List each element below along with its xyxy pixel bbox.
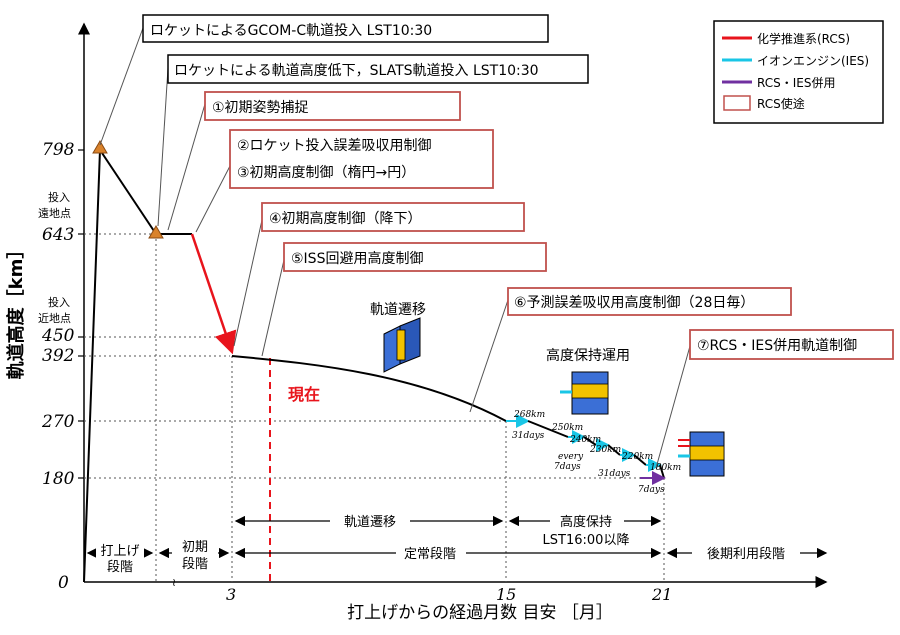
phase-hold: 高度保持	[560, 514, 612, 530]
perigee-label-2: 近地点	[38, 312, 71, 325]
rcs-descent-arrow	[190, 233, 237, 355]
phase-launch-1: 打上げ	[100, 544, 139, 559]
y-tick-798: 798	[42, 140, 75, 160]
y-tick-643: 643	[42, 225, 74, 245]
callout-6: ⑤ISS回避用高度制御	[291, 250, 423, 267]
step-7days-a: 7days	[554, 462, 581, 472]
legend-rcs: 化学推進系(RCS)	[757, 31, 850, 46]
y-tick-180: 180	[42, 469, 75, 489]
satellite-icon-transfer	[383, 317, 421, 373]
callout-box-2	[167, 54, 589, 84]
step-180km: 180km	[650, 463, 681, 473]
y-tick-450: 450	[41, 326, 75, 346]
legend-box-label: RCS使途	[757, 96, 805, 111]
callout-boxes: ロケットによるGCOM-C軌道投入 LST10:30 ロケットによる軌道高度低下…	[142, 14, 894, 360]
phase-initial-1: 初期	[182, 540, 208, 555]
altitude-ops-label: 高度保持運用	[546, 347, 630, 364]
x-tick-labels: 3 15 21	[226, 585, 672, 604]
callout-box-1	[142, 14, 549, 43]
axis-break-mark: ≀	[172, 576, 176, 589]
now-label: 現在	[288, 385, 320, 404]
step-every: every	[558, 452, 584, 462]
callout-5: ④初期高度制御（降下）	[269, 210, 422, 227]
y-tick-0: 0	[58, 573, 69, 593]
step-230km: 230km	[589, 445, 621, 455]
step-250km: 250km	[551, 423, 583, 433]
callout-leaders	[99, 27, 691, 469]
phase-hold-lst: LST16:00以降	[543, 533, 630, 548]
apogee-label-1: 投入	[48, 190, 70, 204]
satellite-icon-hold	[560, 371, 609, 415]
step-7days-b: 7days	[638, 485, 665, 495]
phase-later: 後期利用段階	[707, 547, 785, 562]
x-tick-3: 3	[226, 585, 236, 604]
y-ticks	[78, 149, 84, 479]
callout-3: ①初期姿勢捕捉	[212, 99, 309, 116]
step-31days-b: 31days	[598, 469, 631, 479]
callout-4a: ②ロケット投入誤差吸収用制御	[237, 138, 432, 154]
legend-box-swatch	[723, 95, 751, 111]
callout-8: ⑦RCS・IES併用軌道制御	[697, 338, 857, 354]
x-axis-title: 打上げからの経過月数 目安 ［月］	[347, 603, 613, 623]
phase-initial-2: 段階	[182, 557, 208, 572]
altitude-hold-steps	[506, 414, 666, 485]
callout-1: ロケットによるGCOM-C軌道投入 LST10:30	[150, 23, 432, 39]
callout-box-4	[229, 129, 494, 189]
legend: 化学推進系(RCS) イオンエンジン(IES) RCS・IES併用 RCS使途	[713, 20, 884, 124]
callout-7: ⑥予測誤差吸収用高度制御（28日毎）	[514, 294, 754, 311]
step-labels: 268km 31days 250km 240km every 7days 230…	[512, 410, 681, 495]
phase-transfer: 軌道遷移	[344, 514, 396, 530]
x-tick-21: 21	[651, 585, 672, 604]
step-268km: 268km	[513, 410, 545, 420]
step-220km: 220km	[621, 452, 653, 462]
step-240km: 240km	[569, 435, 601, 445]
profile-transfer-curve	[231, 355, 507, 422]
marker-triangle-798	[92, 140, 108, 154]
callout-box-8	[689, 329, 894, 360]
callout-box-5	[261, 202, 525, 232]
callout-4b: ③初期高度制御（楕円→円）	[237, 164, 415, 181]
step-31days-a: 31days	[512, 431, 545, 441]
y-tick-392: 392	[42, 346, 74, 366]
x-tick-15: 15	[496, 585, 516, 604]
y-tick-labels: 798 643 450 392 270 180 0	[41, 140, 75, 593]
callout-box-3	[204, 91, 461, 121]
phase-steady: 定常段階	[404, 547, 456, 562]
y-tick-270: 270	[41, 412, 75, 432]
orbit-transfer-label: 軌道遷移	[370, 302, 426, 318]
marker-triangle-643	[148, 225, 164, 239]
callout-box-7	[507, 287, 792, 316]
perigee-label-1: 投入	[48, 295, 70, 309]
axes: ≀	[78, 22, 828, 589]
y-axis-title: 軌道高度［km］	[5, 241, 27, 380]
callout-box-6	[283, 242, 547, 272]
phase-labels: 軌道遷移 高度保持 LST16:00以降 打上げ 段階 初期 段階 定常段階 後…	[96, 512, 800, 575]
phase-launch-2: 段階	[107, 560, 133, 575]
legend-both: RCS・IES併用	[757, 76, 835, 90]
callout-2: ロケットによる軌道高度低下，SLATS軌道投入 LST10:30	[174, 62, 539, 79]
legend-ies: イオンエンジン(IES)	[757, 54, 869, 68]
satellite-icon-late	[678, 431, 725, 477]
profile-launch-segment	[83, 146, 192, 583]
apogee-label-2: 遠地点	[38, 207, 71, 220]
